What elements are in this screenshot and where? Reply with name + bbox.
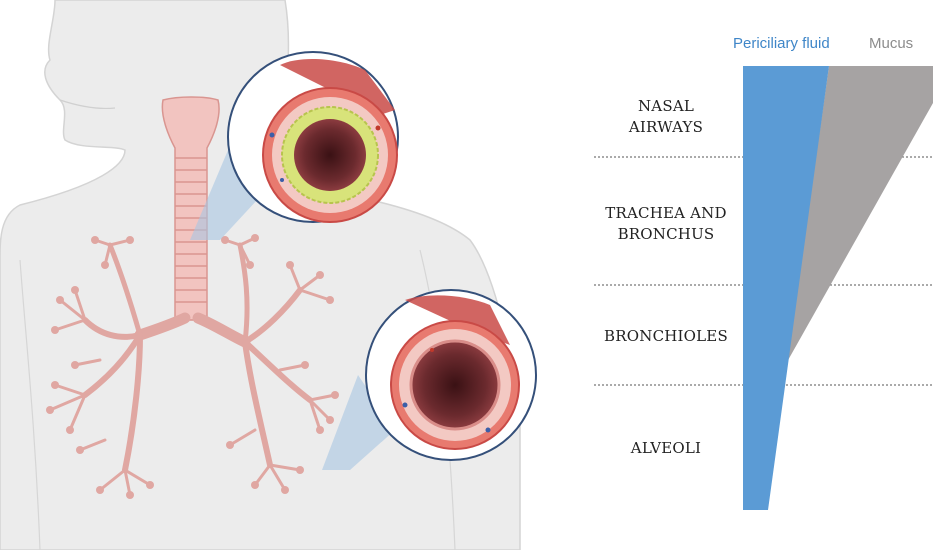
region-line: NASAL (596, 96, 736, 117)
region-label-trachea-bronchus: TRACHEA AND BRONCHUS (596, 203, 736, 245)
region-label-alveoli: ALVEOLI (596, 438, 736, 459)
region-label-nasal-airways: NASAL AIRWAYS (596, 96, 736, 138)
region-line: ALVEOLI (596, 438, 736, 459)
inset-airway-with-mucus (228, 52, 398, 222)
legend-mucus: Mucus (869, 35, 913, 52)
inset-airway-without-mucus (366, 290, 536, 460)
region-line: BRONCHUS (596, 224, 736, 245)
legend-periciliary-fluid: Periciliary fluid (733, 35, 830, 52)
region-line: AIRWAYS (596, 117, 736, 138)
region-label-bronchioles: BRONCHIOLES (596, 326, 736, 347)
region-line: TRACHEA AND (596, 203, 736, 224)
region-line: BRONCHIOLES (596, 326, 736, 347)
